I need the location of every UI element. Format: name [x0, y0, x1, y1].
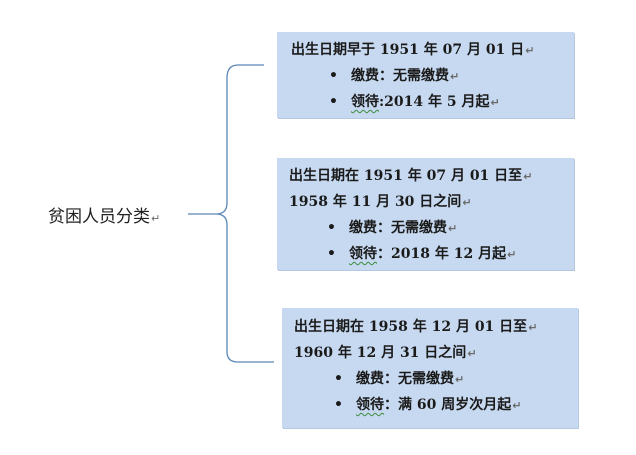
- bullet-icon: •: [334, 371, 343, 387]
- paragraph-mark-icon: ↵: [490, 96, 500, 109]
- paragraph-mark-icon: ↵: [523, 170, 533, 183]
- category-box-3: 出生日期在 1958 年 12 月 01 日至↵ 1960 年 12 月 31 …: [282, 308, 578, 428]
- category-box-1: 出生日期早于 1951 年 07 月 01 日↵ •缴费：无需缴费↵ •领待:2…: [277, 32, 574, 118]
- category-box-2: 出生日期在 1951 年 07 月 01 日至↵ 1958 年 11 月 30 …: [277, 158, 574, 270]
- root-node-text: 贫困人员分类: [48, 207, 150, 227]
- category-2-pay-item: •缴费：无需缴费↵: [289, 215, 574, 241]
- category-1-receive-item: •领待:2014 年 5 月起↵: [291, 89, 574, 115]
- bullet-icon: •: [329, 94, 338, 110]
- category-3-pay-item: •缴费：无需缴费↵: [294, 366, 578, 392]
- category-3-line-2: 1960 年 12 月 31 日之间↵: [294, 345, 477, 361]
- category-2-line-2: 1958 年 11 月 30 日之间↵: [289, 194, 472, 210]
- paragraph-mark-icon: ↵: [507, 248, 517, 261]
- paragraph-mark-icon: ↵: [462, 196, 472, 209]
- bracket-path: [188, 64, 274, 363]
- paragraph-mark-icon: ↵: [448, 222, 458, 235]
- bullet-icon: •: [329, 68, 338, 84]
- paragraph-mark-icon: ↵: [467, 347, 477, 360]
- bullet-icon: •: [334, 397, 343, 413]
- paragraph-mark-icon: ↵: [528, 321, 538, 334]
- category-3-receive-item: •领待：满 60 周岁次月起↵: [294, 392, 578, 418]
- category-3-line-1: 出生日期在 1958 年 12 月 01 日至↵: [294, 319, 538, 335]
- root-node-label: 贫困人员分类↵: [48, 202, 160, 227]
- category-2-line-1: 出生日期在 1951 年 07 月 01 日至↵: [289, 168, 533, 184]
- paragraph-mark-icon: ↵: [151, 212, 161, 225]
- category-2-receive-item: •领待：2018 年 12 月起↵: [289, 241, 574, 267]
- paragraph-mark-icon: ↵: [450, 70, 460, 83]
- paragraph-mark-icon: ↵: [455, 373, 465, 386]
- bullet-icon: •: [327, 246, 336, 262]
- category-1-pay-item: •缴费：无需缴费↵: [291, 63, 574, 89]
- paragraph-mark-icon: ↵: [525, 44, 535, 57]
- paragraph-mark-icon: ↵: [512, 399, 522, 412]
- category-1-line-1: 出生日期早于 1951 年 07 月 01 日↵: [291, 42, 535, 58]
- bullet-icon: •: [327, 220, 336, 236]
